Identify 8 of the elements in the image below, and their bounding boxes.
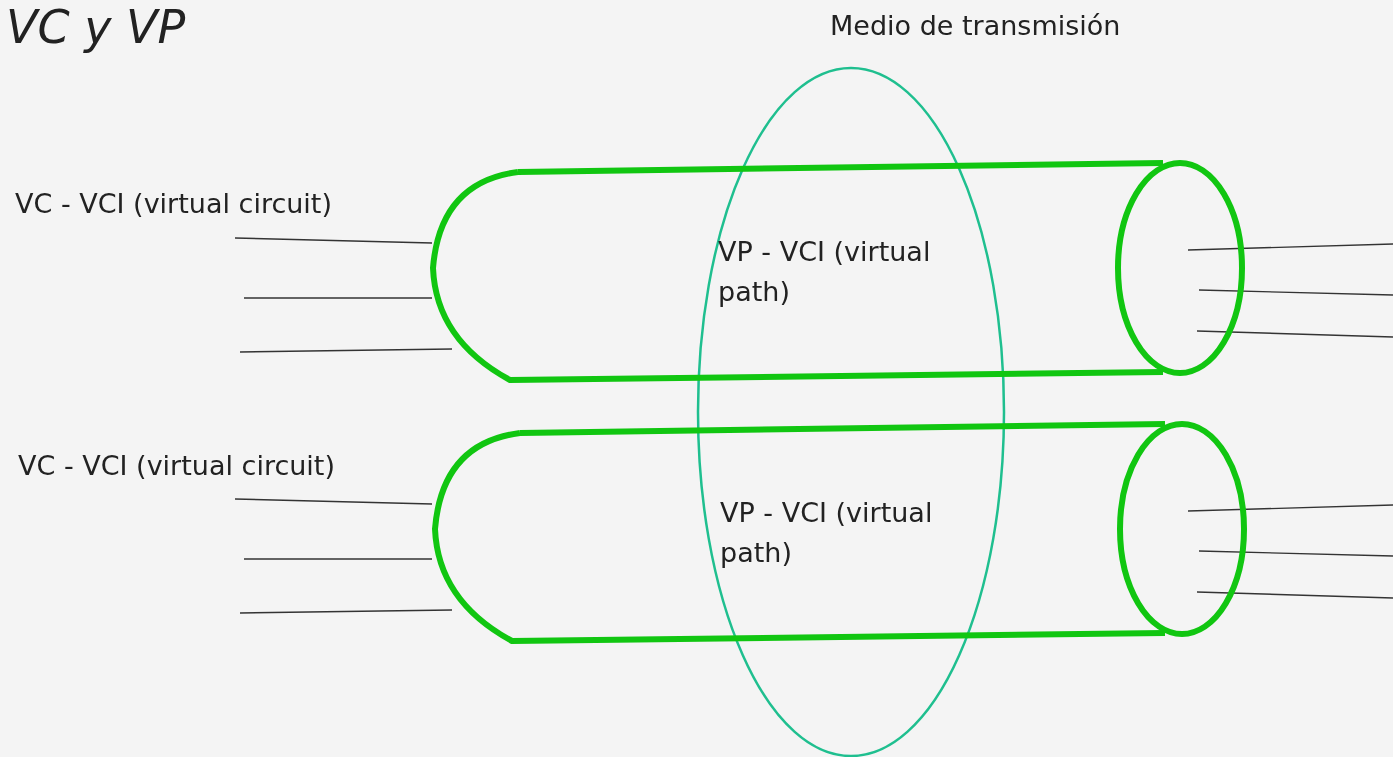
- virtual-path-tube: [430, 421, 1250, 646]
- circuit-label: VC - VCI (virtual circuit): [18, 449, 335, 483]
- path-label: VP - VCI (virtual path): [718, 235, 932, 309]
- virtual-path-tube: [428, 160, 1248, 385]
- circuit-label: VC - VCI (virtual circuit): [15, 187, 332, 221]
- path-label: VP - VCI (virtual path): [720, 496, 934, 570]
- medium-heading: Medio de transmisión: [830, 9, 1121, 43]
- title: VC y VP: [6, 0, 186, 54]
